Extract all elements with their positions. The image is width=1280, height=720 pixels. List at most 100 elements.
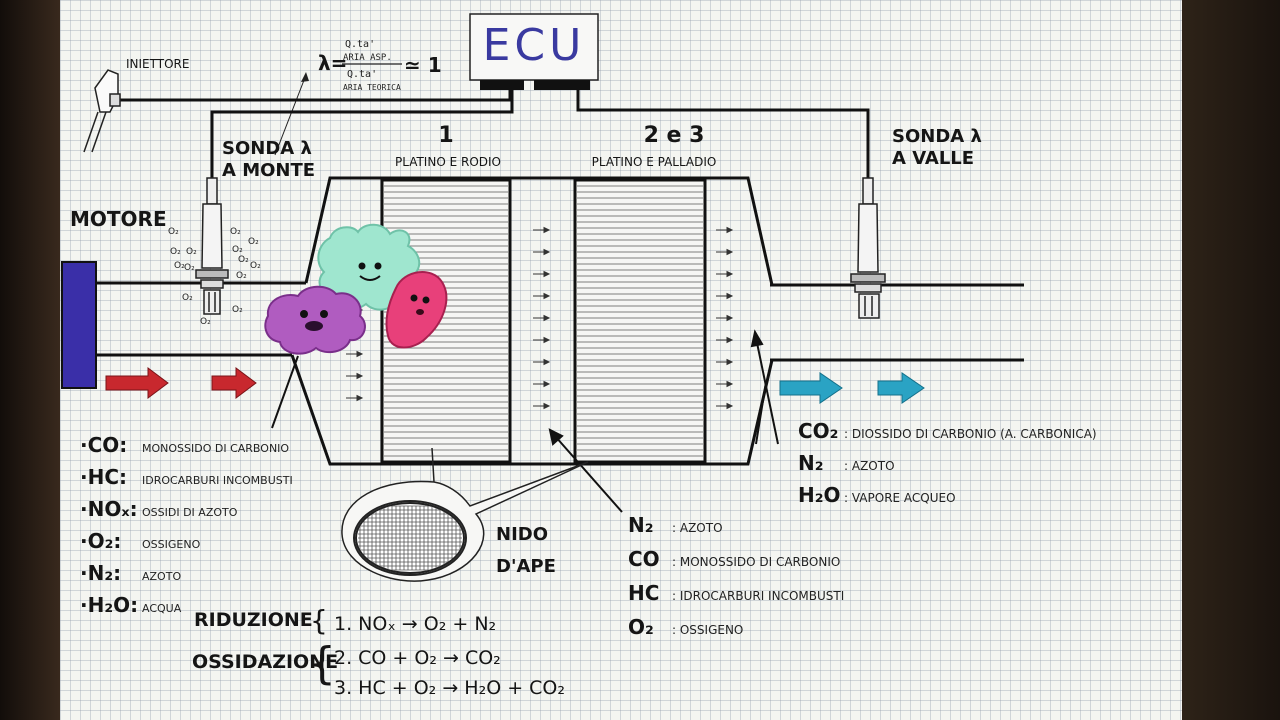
flow-arrowhead xyxy=(726,226,734,234)
gas-description: : AZOTO xyxy=(844,459,895,473)
honeycomb-callout xyxy=(341,447,589,582)
inlet-gas-list: ·CO: MONOSSIDO DI CARBONIO ·HC: IDROCARBURI… xyxy=(80,433,293,617)
reaction-2: 2. CO + O₂ → CO₂ xyxy=(334,647,501,669)
exhaust-pipes xyxy=(96,281,1024,362)
flow-arrowhead xyxy=(543,226,551,234)
purple-microbe-illustration xyxy=(264,285,366,355)
gas-description: : OSSIGENO xyxy=(672,623,743,637)
oxygen-mark: O₂ xyxy=(184,263,195,273)
stage1-metals: PLATINO E RODIO xyxy=(395,155,501,169)
flow-arrowhead xyxy=(726,380,734,388)
stage2-number: 2 e 3 xyxy=(644,123,705,148)
oxygen-mark: O₂ xyxy=(250,261,261,271)
lambda-formula: λ= Q.ta' ARIA ASP. Q.ta' ARIA TEORICA ≃ … xyxy=(274,39,442,156)
gas-description: MONOSSIDO DI CARBONIO xyxy=(142,442,289,455)
flow-arrowhead xyxy=(726,248,734,256)
gas-formula: ·N₂: xyxy=(80,561,121,585)
gas-formula: HC xyxy=(628,581,659,605)
honeycomb-label-2: D'APE xyxy=(496,556,556,577)
lambda-denominator-1: Q.ta' xyxy=(347,69,377,80)
table-edge-right xyxy=(1180,0,1280,720)
flow-arrowhead xyxy=(543,380,551,388)
flow-arrowhead xyxy=(543,314,551,322)
flow-arrowhead xyxy=(726,292,734,300)
oxygen-mark: O₂ xyxy=(230,227,241,237)
gas-description: IDROCARBURI INCOMBUSTI xyxy=(142,474,293,487)
outlet-flow-arrows xyxy=(779,372,925,404)
gas-formula: H₂O xyxy=(798,483,841,507)
flow-arrowhead xyxy=(543,402,551,410)
monolith-1 xyxy=(380,178,512,464)
upstream-sensor-label-2: A MONTE xyxy=(222,160,315,181)
downstream-lambda-sensor xyxy=(850,177,886,319)
oxygen-mark: O₂ xyxy=(248,237,259,247)
oxygen-mark: O₂ xyxy=(200,317,211,327)
lambda-symbol: λ= xyxy=(318,51,347,75)
outlet-gas-list: CO₂ : DIOSSIDO DI CARBONIO (A. CARBONICA)… xyxy=(798,419,1097,507)
pointer-lines xyxy=(271,329,779,513)
flow-arrowhead xyxy=(543,270,551,278)
gas-description: : MONOSSIDO DI CARBONIO xyxy=(672,555,840,569)
gas-formula: O₂ xyxy=(628,615,654,639)
reactions-block: RIDUZIONE { 1. NOₓ → O₂ + N₂ OSSIDAZIONE… xyxy=(192,604,565,699)
oxygen-mark: O₂ xyxy=(238,255,249,265)
oxygen-mark: O₂ xyxy=(232,305,243,315)
gas-formula: ·HC: xyxy=(80,465,127,489)
flow-arrowhead xyxy=(726,336,734,344)
gas-formula: N₂ xyxy=(798,451,824,475)
gas-description: OSSIDI DI AZOTO xyxy=(142,506,238,519)
oxygen-mark: O₂ xyxy=(186,247,197,257)
flow-arrowhead xyxy=(726,358,734,366)
lambda-numerator-1: Q.ta' xyxy=(345,39,375,50)
gas-description: : VAPORE ACQUEO xyxy=(844,491,956,505)
downstream-sensor-label-1: SONDA λ xyxy=(892,126,982,147)
gas-description: OSSIGENO xyxy=(142,538,201,551)
gas-description: : DIOSSIDO DI CARBONIO (A. CARBONICA) xyxy=(844,427,1097,441)
flow-arrowhead xyxy=(356,394,364,402)
gas-description: AZOTO xyxy=(142,570,181,583)
middle-gas-list: N₂ : AZOTO CO : MONOSSIDO DI CARBONIO HC : ID… xyxy=(628,513,844,639)
riduzione-brace: { xyxy=(310,604,328,637)
flow-arrowhead xyxy=(726,270,734,278)
lambda-result: ≃ 1 xyxy=(404,53,442,77)
upstream-lambda-sensor xyxy=(195,177,229,315)
flow-arrowhead xyxy=(543,336,551,344)
oxygen-mark: O₂ xyxy=(168,227,179,237)
reaction-1: 1. NOₓ → O₂ + N₂ xyxy=(334,613,496,635)
gas-formula: ·CO: xyxy=(80,433,127,457)
oxygen-mark: O₂ xyxy=(174,261,185,271)
reaction-3: 3. HC + O₂ → H₂O + CO₂ xyxy=(334,677,565,699)
table-edge-left xyxy=(0,0,62,720)
riduzione-label: RIDUZIONE xyxy=(194,609,313,631)
flow-arrowhead xyxy=(726,314,734,322)
honeycomb-label-1: NIDO xyxy=(496,524,548,545)
gas-description: : IDROCARBURI INCOMBUSTI xyxy=(672,589,844,603)
flow-arrowhead xyxy=(543,292,551,300)
injector-icon xyxy=(83,69,121,153)
gas-formula: N₂ xyxy=(628,513,654,537)
gas-formula: ·NOₓ: xyxy=(80,497,138,521)
oxygen-mark: O₂ xyxy=(232,245,243,255)
engine-label: MOTORE xyxy=(70,207,167,231)
upstream-sensor-label-1: SONDA λ xyxy=(222,138,312,159)
engine-block xyxy=(61,261,97,389)
gas-formula: CO xyxy=(628,547,660,571)
sensor-wires xyxy=(115,90,870,180)
gas-description: ACQUA xyxy=(142,602,182,615)
downstream-sensor-label-2: A VALLE xyxy=(892,148,974,169)
pink-microbe-illustration xyxy=(385,270,448,349)
oxygen-mark: O₂ xyxy=(182,293,193,303)
ecu-box: ECU xyxy=(469,13,599,90)
stage1-number: 1 xyxy=(438,123,453,148)
gas-formula: CO₂ xyxy=(798,419,838,443)
stage2-metals: PLATINO E PALLADIO xyxy=(592,155,717,169)
converter-body xyxy=(290,176,774,466)
gas-formula: ·O₂: xyxy=(80,529,121,553)
monolith-2-3 xyxy=(573,178,707,464)
flow-arrowhead xyxy=(356,350,364,358)
gas-description: : AZOTO xyxy=(672,521,723,535)
flow-arrowhead xyxy=(726,402,734,410)
inlet-flow-arrows xyxy=(105,367,257,399)
